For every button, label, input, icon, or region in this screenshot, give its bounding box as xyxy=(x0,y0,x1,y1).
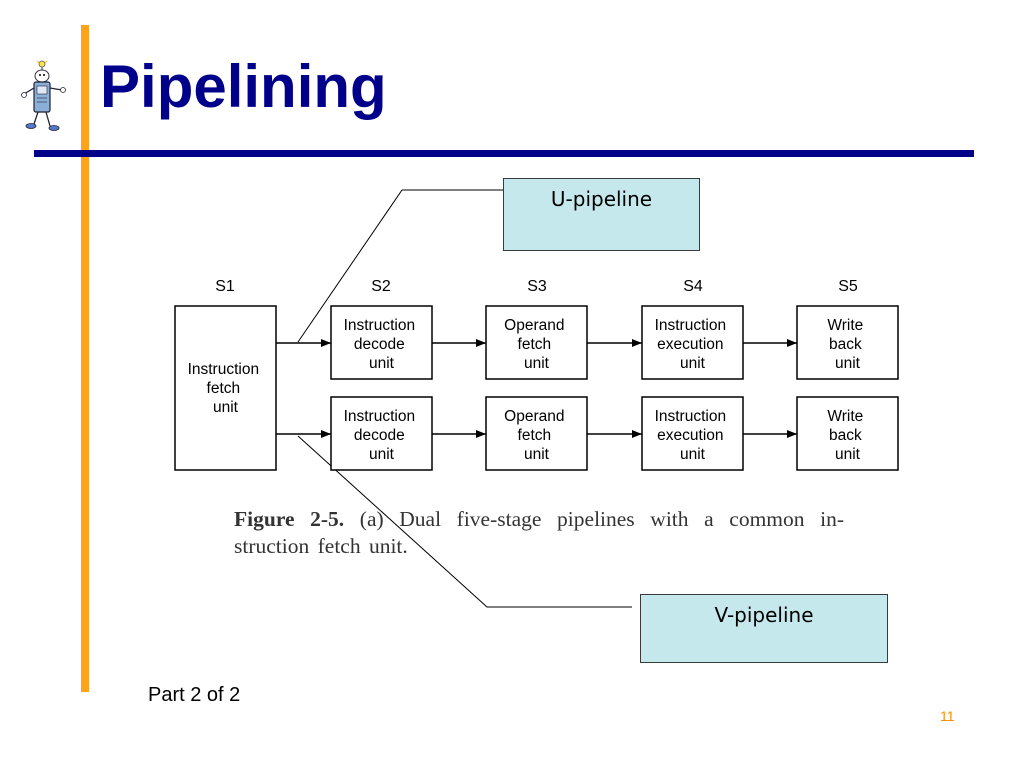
figure-caption-text: (a) Dual five-stage pipelines with a com… xyxy=(234,507,845,558)
decode-unit-box xyxy=(330,305,433,380)
stage-label: S2 xyxy=(371,278,391,295)
decode-unit-label: Instruction decode unit xyxy=(344,317,420,372)
operand-fetch-unit-label: Operand fetch unit xyxy=(504,408,569,463)
stage-label: S1 xyxy=(215,278,235,295)
operand-fetch-unit-box xyxy=(485,396,588,471)
u-pipeline-leader-line xyxy=(297,189,503,343)
execution-unit-box xyxy=(641,396,744,471)
page-number: 11 xyxy=(940,708,955,724)
slide-title: Pipelining xyxy=(100,53,387,120)
decode-unit-box xyxy=(330,396,433,471)
v-pipeline-leader-line xyxy=(297,435,632,608)
execution-unit-box xyxy=(641,305,744,380)
write-back-unit-label: Write back unit xyxy=(827,317,867,372)
u-pipeline-callout: U-pipeline xyxy=(503,178,700,251)
decode-unit-label: Instruction decode unit xyxy=(344,408,420,463)
execution-unit-label: Instruction execution unit xyxy=(655,317,731,372)
accent-vertical-bar xyxy=(81,25,89,692)
v-pipeline-callout: V-pipeline xyxy=(640,594,888,663)
operand-fetch-unit-label: Operand fetch unit xyxy=(504,317,569,372)
figure-caption: Figure 2-5. (a) Dual five-stage pipeline… xyxy=(234,506,844,560)
stage-label: S5 xyxy=(838,278,858,295)
fetch-unit-box xyxy=(174,305,277,471)
write-back-unit-box xyxy=(796,305,899,380)
slide-footer: Part 2 of 2 xyxy=(148,684,241,706)
mascot-icon xyxy=(21,60,66,131)
stage-label: S4 xyxy=(683,278,703,295)
fetch-unit-label: Instruction fetch unit xyxy=(188,361,264,416)
write-back-unit-label: Write back unit xyxy=(827,408,867,463)
stage-label: S3 xyxy=(527,278,547,295)
title-underline-rule xyxy=(34,150,974,157)
execution-unit-label: Instruction execution unit xyxy=(655,408,731,463)
figure-caption-label: Figure 2-5. xyxy=(234,507,345,531)
operand-fetch-unit-box xyxy=(485,305,588,380)
